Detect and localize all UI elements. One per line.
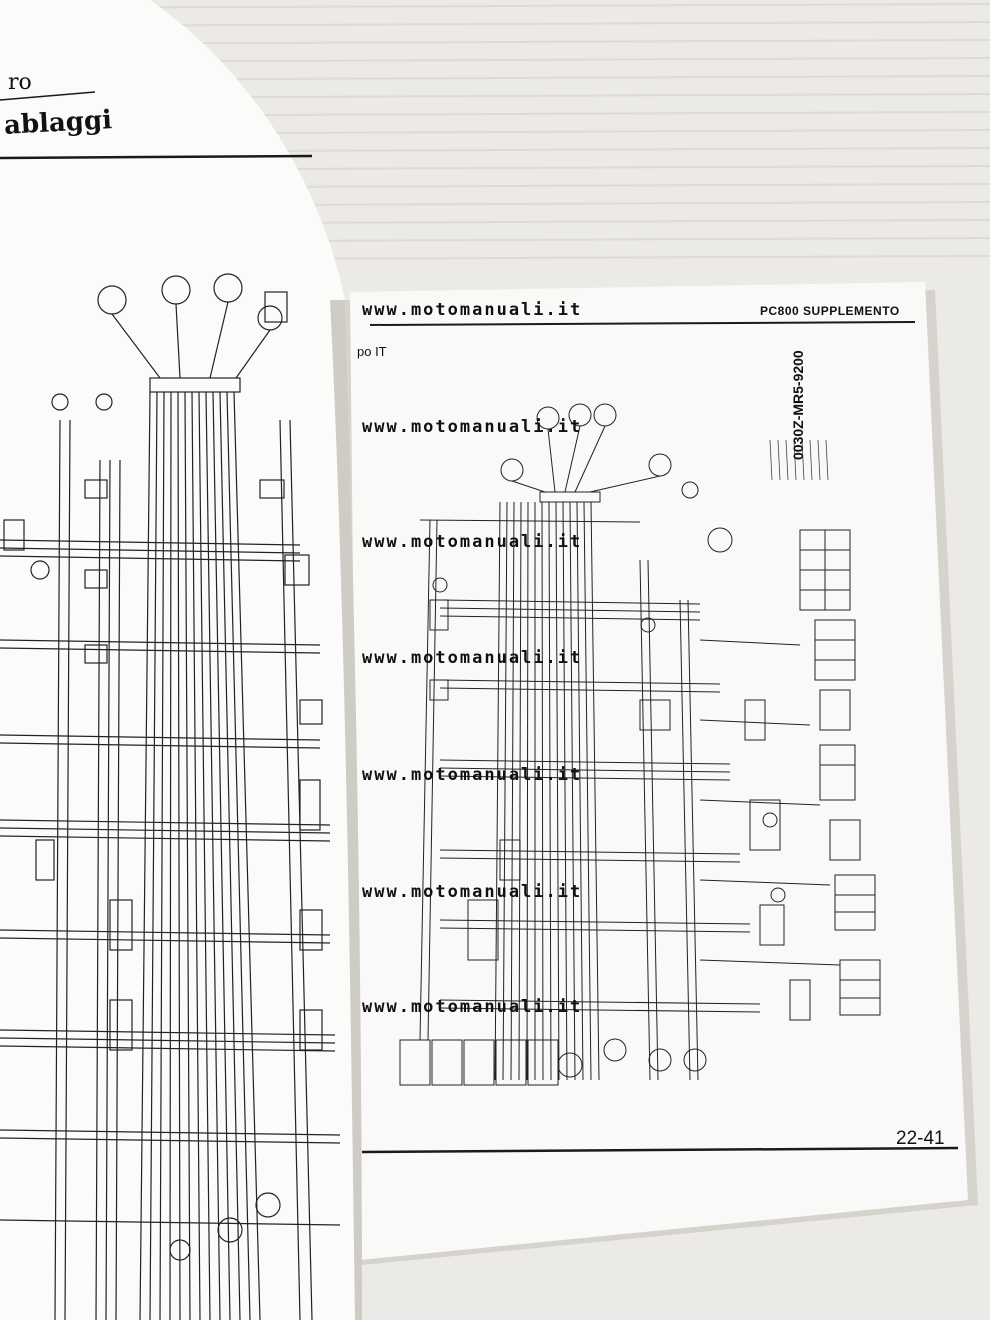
left-header-fragment: ro [8,70,32,95]
part-number: 0030Z-MR5-9200 [790,350,806,460]
right-header: PC800 SUPPLEMENTO [760,304,900,318]
watermark-text: www.motomanuali.it [362,532,583,552]
right-subtitle-fragment: po IT [357,344,387,359]
left-wiring [0,273,341,1320]
color-legend [769,439,829,481]
watermark-text: www.motomanuali.it [362,417,583,437]
right-wiring [399,403,881,1086]
page-number: 22-41 [896,1128,945,1149]
watermark-text: www.motomanuali.it [362,765,583,785]
watermark-text: www.motomanuali.it [362,648,583,668]
watermark-text: www.motomanuali.it [362,997,583,1017]
watermark-text: www.motomanuali.it [362,882,583,902]
watermark-text: www.motomanuali.it [362,300,583,320]
left-title-fragment: ablaggi [3,105,113,141]
